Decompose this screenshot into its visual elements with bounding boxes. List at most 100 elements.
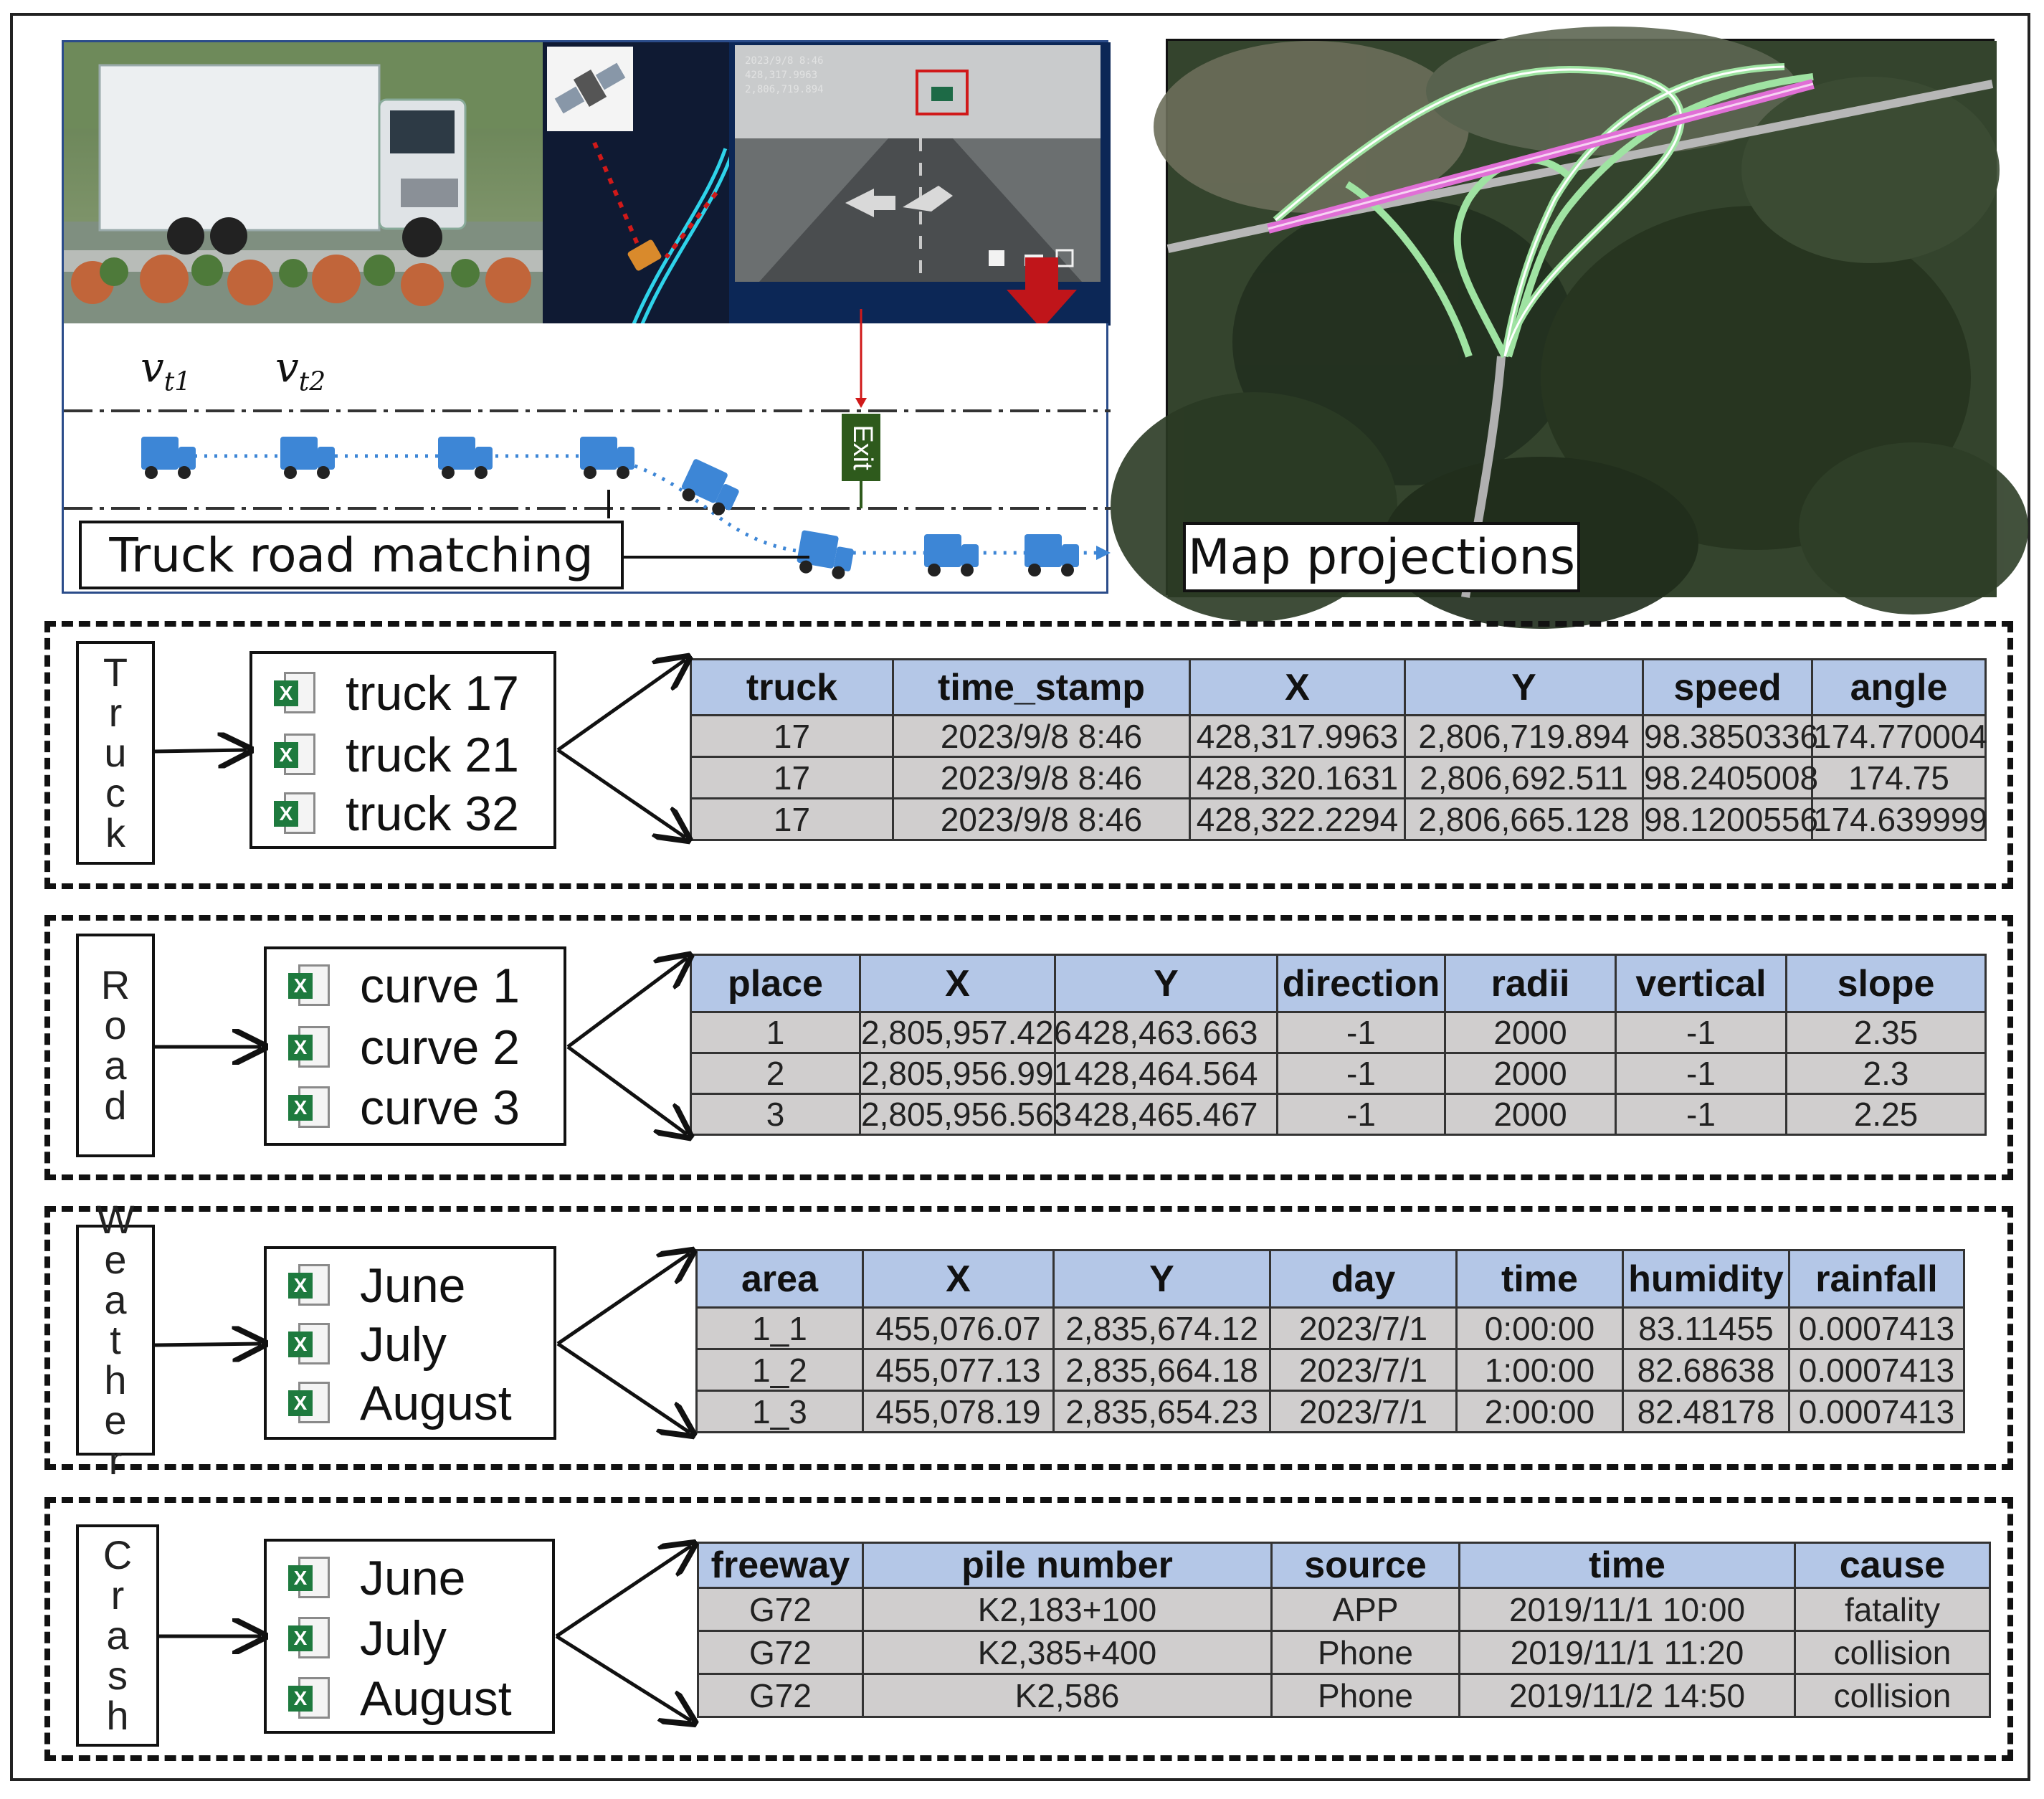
file-item[interactable]: X June — [288, 1258, 465, 1314]
table-cell: 2023/7/1 — [1269, 1390, 1458, 1433]
table-cell: 428,317.9963 — [1189, 714, 1406, 758]
file-item[interactable]: X July — [288, 1610, 447, 1666]
file-item[interactable]: X curve 2 — [288, 1020, 520, 1076]
dashcam-overlay-x: 428,317.9963 — [745, 70, 817, 81]
category-letter: k — [105, 810, 125, 855]
table-cell: 455,076.07 — [862, 1306, 1055, 1350]
table-cell: 2019/11/1 11:20 — [1458, 1630, 1796, 1675]
excel-file-icon: X — [274, 732, 317, 778]
column-header: humidity — [1622, 1249, 1790, 1309]
excel-file-icon: X — [288, 1555, 331, 1601]
table-cell: 1_1 — [695, 1306, 864, 1350]
table-cell: 17 — [690, 714, 894, 758]
column-header: time — [1458, 1542, 1796, 1589]
table-cell: 2,835,674.12 — [1052, 1306, 1271, 1350]
road-matching-diagram: Exit — [64, 309, 1111, 579]
file-item[interactable]: X August — [288, 1671, 512, 1727]
file-item[interactable]: X curve 1 — [288, 958, 520, 1014]
table-cell: 455,078.19 — [862, 1390, 1055, 1433]
table-cell: -1 — [1276, 1011, 1446, 1054]
column-header: cause — [1794, 1542, 1991, 1589]
table-cell: 2000 — [1444, 1093, 1617, 1136]
table-cell: G72 — [697, 1630, 864, 1675]
column-header: Y — [1052, 1249, 1271, 1309]
table-cell: 2,835,654.23 — [1052, 1390, 1271, 1433]
files-road: X curve 1 X curve 2 X curve 3 — [264, 946, 566, 1146]
table-cell: 2,805,956.563 — [859, 1093, 1072, 1136]
category-letter: h — [106, 1693, 129, 1738]
table-cell: 83.11455 — [1622, 1306, 1790, 1350]
file-item[interactable]: X truck 32 — [274, 786, 519, 842]
column-header: vertical — [1615, 954, 1787, 1013]
truck-road-matching-label: Truck road matching — [79, 521, 624, 589]
table-cell: 17 — [690, 756, 894, 799]
column-header: rainfall — [1788, 1249, 1965, 1309]
category-letter: a — [106, 1613, 129, 1658]
table-cell: collision — [1794, 1673, 1991, 1718]
file-item[interactable]: X truck 21 — [274, 727, 519, 783]
table-cell: K2,183+100 — [862, 1587, 1273, 1632]
column-header: X — [1189, 658, 1406, 716]
table-cell: -1 — [1615, 1052, 1787, 1095]
section-weather — [44, 1206, 2013, 1470]
down-arrow-icon — [1007, 257, 1077, 329]
section-crash — [44, 1497, 2013, 1761]
section-truck — [44, 621, 2013, 889]
table-cell: 2 — [690, 1052, 861, 1095]
category-letter: s — [108, 1653, 128, 1698]
table-cell: 2.25 — [1785, 1093, 1987, 1136]
file-item[interactable]: X July — [288, 1316, 447, 1372]
excel-file-icon: X — [288, 1615, 331, 1661]
table-cell: 2019/11/1 10:00 — [1458, 1587, 1796, 1632]
table-cell: G72 — [697, 1673, 864, 1718]
table-cell: 174.639999 — [1811, 797, 1987, 841]
table-cell: 2023/9/8 8:46 — [892, 714, 1191, 758]
file-item[interactable]: X June — [288, 1550, 465, 1606]
table-cell: 174.770004 — [1811, 714, 1987, 758]
category-letter: a — [104, 1277, 127, 1322]
column-header: pile number — [862, 1542, 1273, 1589]
excel-file-icon: X — [288, 1380, 331, 1426]
table-cell: 428,465.467 — [1054, 1093, 1278, 1136]
table-cell: -1 — [1615, 1011, 1787, 1054]
excel-file-icon: X — [288, 1676, 331, 1722]
column-header: Y — [1404, 658, 1644, 716]
category-letter: R — [100, 962, 130, 1007]
table-cell: 2023/9/8 8:46 — [892, 756, 1191, 799]
column-header: X — [862, 1249, 1055, 1309]
file-item[interactable]: X August — [288, 1375, 512, 1431]
table-cell: 98.3850336 — [1642, 714, 1818, 758]
table-cell: 2.3 — [1785, 1052, 1987, 1095]
table-cell: K2,385+400 — [862, 1630, 1273, 1675]
category-letter: r — [108, 1438, 123, 1483]
files-weather: X June X July X August — [264, 1246, 556, 1440]
table-cell: 1 — [690, 1011, 861, 1054]
column-header: X — [859, 954, 1056, 1013]
column-header: truck — [690, 658, 894, 716]
dashcam-overlay-time: 2023/9/8 8:46 — [745, 55, 824, 67]
table-cell: 98.1200556 — [1642, 797, 1818, 841]
table-cell: 0:00:00 — [1455, 1306, 1624, 1350]
category-letter: t — [110, 1317, 121, 1362]
table-cell: 2,806,719.894 — [1404, 714, 1644, 758]
file-item[interactable]: X curve 3 — [288, 1080, 520, 1136]
dashcam-overlay-y: 2,806,719.894 — [745, 84, 824, 95]
table-cell: Phone — [1270, 1673, 1460, 1718]
category-letter: r — [110, 1572, 125, 1618]
category-letter: o — [104, 1002, 127, 1048]
table-cell: Phone — [1270, 1630, 1460, 1675]
column-header: area — [695, 1249, 864, 1309]
file-item[interactable]: X truck 17 — [274, 665, 519, 721]
